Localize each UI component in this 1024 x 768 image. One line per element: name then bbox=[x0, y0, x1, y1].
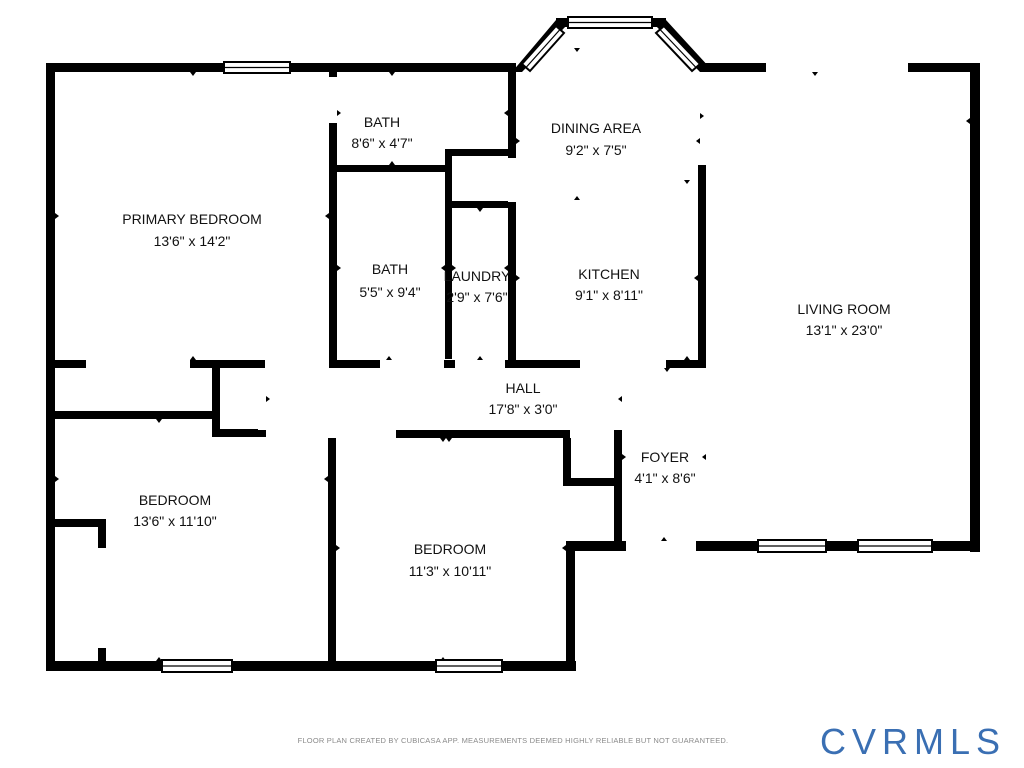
doorway-closet-hall bbox=[258, 370, 266, 430]
doorway-kitchen-hall bbox=[580, 360, 666, 368]
wall-right bbox=[970, 63, 980, 552]
room-dimensions: 9'1" x 8'11" bbox=[575, 287, 643, 303]
doorway-foyer-closet bbox=[566, 486, 574, 536]
room-name: BEDROOM bbox=[139, 492, 211, 508]
brand-name: CVRMLS bbox=[820, 721, 1006, 762]
brand-logo: CVRMLS bbox=[820, 721, 1006, 762]
wall-kitchen-right bbox=[698, 165, 706, 368]
room-dimensions: 17'8" x 3'0" bbox=[489, 401, 558, 417]
room-dimensions: 5'5" x 9'4" bbox=[359, 284, 420, 300]
room-label-bedroom-middle: BEDROOM 11'3" x 10'11" bbox=[409, 541, 492, 579]
wall-bedrooms-divider bbox=[328, 430, 336, 665]
doorway-dining-living bbox=[698, 100, 706, 160]
room-name: DINING AREA bbox=[551, 120, 642, 136]
wall-bedroom-top-left bbox=[55, 411, 215, 419]
interior-walls bbox=[55, 72, 706, 665]
room-dimensions: 13'6" x 11'10" bbox=[133, 513, 217, 529]
wall-closet-left bbox=[445, 149, 452, 359]
window-living-bottom-1 bbox=[757, 539, 827, 553]
doorway-bath-hall bbox=[380, 360, 444, 368]
room-label-laundry: LAUNDRY 2'9" x 7'6" bbox=[444, 268, 511, 305]
room-label-hall: HALL 17'8" x 3'0" bbox=[489, 380, 558, 417]
wall-left bbox=[46, 63, 55, 671]
window-bay-left bbox=[520, 24, 566, 73]
room-name: BATH bbox=[364, 114, 400, 130]
window-bay-top bbox=[567, 16, 653, 29]
room-label-foyer: FOYER 4'1" x 8'6" bbox=[634, 449, 695, 486]
wall-laundry-kitchen bbox=[508, 72, 516, 362]
wall-primary-bath-divider bbox=[329, 72, 337, 368]
window-bedroom-middle-bottom bbox=[435, 659, 503, 673]
wall-bottom-step bbox=[566, 541, 575, 671]
room-name: HALL bbox=[505, 380, 540, 396]
room-dimensions: 8'6" x 4'7" bbox=[351, 135, 412, 151]
room-name: KITCHEN bbox=[578, 266, 639, 282]
room-label-dining-area: DINING AREA 9'2" x 7'5" bbox=[551, 120, 642, 158]
doorway-primary-bath bbox=[329, 77, 337, 123]
room-name: BATH bbox=[372, 261, 408, 277]
doorways bbox=[86, 63, 908, 648]
opening-living-top bbox=[766, 63, 908, 72]
room-dimensions: 9'2" x 7'5" bbox=[565, 142, 626, 158]
room-label-living-room: LIVING ROOM 13'1" x 23'0" bbox=[797, 301, 890, 338]
room-name: BEDROOM bbox=[414, 541, 486, 557]
wall-foyer-left bbox=[614, 430, 622, 545]
wall-closet-bottom bbox=[445, 201, 515, 208]
room-dimensions: 4'1" x 8'6" bbox=[634, 470, 695, 486]
wall-closet-box-left bbox=[212, 360, 220, 436]
wall-bottom-left bbox=[46, 661, 576, 671]
doorway-primary-hall bbox=[86, 360, 190, 368]
wall-hall-bottom bbox=[330, 430, 620, 438]
doorway-kitchen-dining bbox=[508, 158, 516, 202]
windows bbox=[161, 16, 933, 673]
window-living-bottom-2 bbox=[857, 539, 933, 553]
window-primary-top bbox=[223, 61, 291, 74]
room-name: LAUNDRY bbox=[444, 268, 511, 284]
doorway-closet-left bbox=[98, 548, 106, 648]
room-dimensions: 11'3" x 10'11" bbox=[409, 563, 492, 579]
room-dimensions: 13'1" x 23'0" bbox=[806, 322, 883, 338]
measurement-ticks bbox=[55, 48, 970, 661]
room-dimensions: 13'6" x 14'2" bbox=[154, 233, 231, 249]
wall-closet-box-bottom bbox=[212, 429, 266, 437]
room-name: FOYER bbox=[641, 449, 689, 465]
room-dimensions: 2'9" x 7'6" bbox=[446, 289, 507, 305]
wall-hall-top-mid bbox=[330, 360, 706, 368]
room-label-primary-bedroom: PRIMARY BEDROOM 13'6" x 14'2" bbox=[122, 211, 262, 249]
doorway-front-entry bbox=[626, 541, 696, 551]
wall-foyer-closet-left bbox=[563, 430, 571, 482]
wall-bath-bath-divider bbox=[330, 165, 450, 172]
opening-foyer-hall bbox=[570, 430, 614, 438]
room-label-bedroom-left: BEDROOM 13'6" x 11'10" bbox=[133, 492, 217, 529]
room-label-bath-upper: BATH 8'6" x 4'7" bbox=[351, 114, 412, 151]
room-name: LIVING ROOM bbox=[797, 301, 890, 317]
disclaimer-text: FLOOR PLAN CREATED BY CUBICASA APP. MEAS… bbox=[297, 736, 729, 745]
room-label-kitchen: KITCHEN 9'1" x 8'11" bbox=[575, 266, 643, 303]
wall-left-closet-top bbox=[55, 519, 105, 527]
doorway-hall-bedroom bbox=[266, 430, 396, 438]
wall-closet-top bbox=[445, 149, 515, 156]
doorway-laundry-hall bbox=[455, 360, 505, 368]
wall-foyer-closet-bottom bbox=[563, 478, 621, 486]
window-bedroom-left-bottom bbox=[161, 659, 233, 673]
room-label-bath-lower: BATH 5'5" x 9'4" bbox=[359, 261, 420, 300]
room-name: PRIMARY BEDROOM bbox=[122, 211, 262, 227]
window-bay-right bbox=[654, 24, 702, 73]
